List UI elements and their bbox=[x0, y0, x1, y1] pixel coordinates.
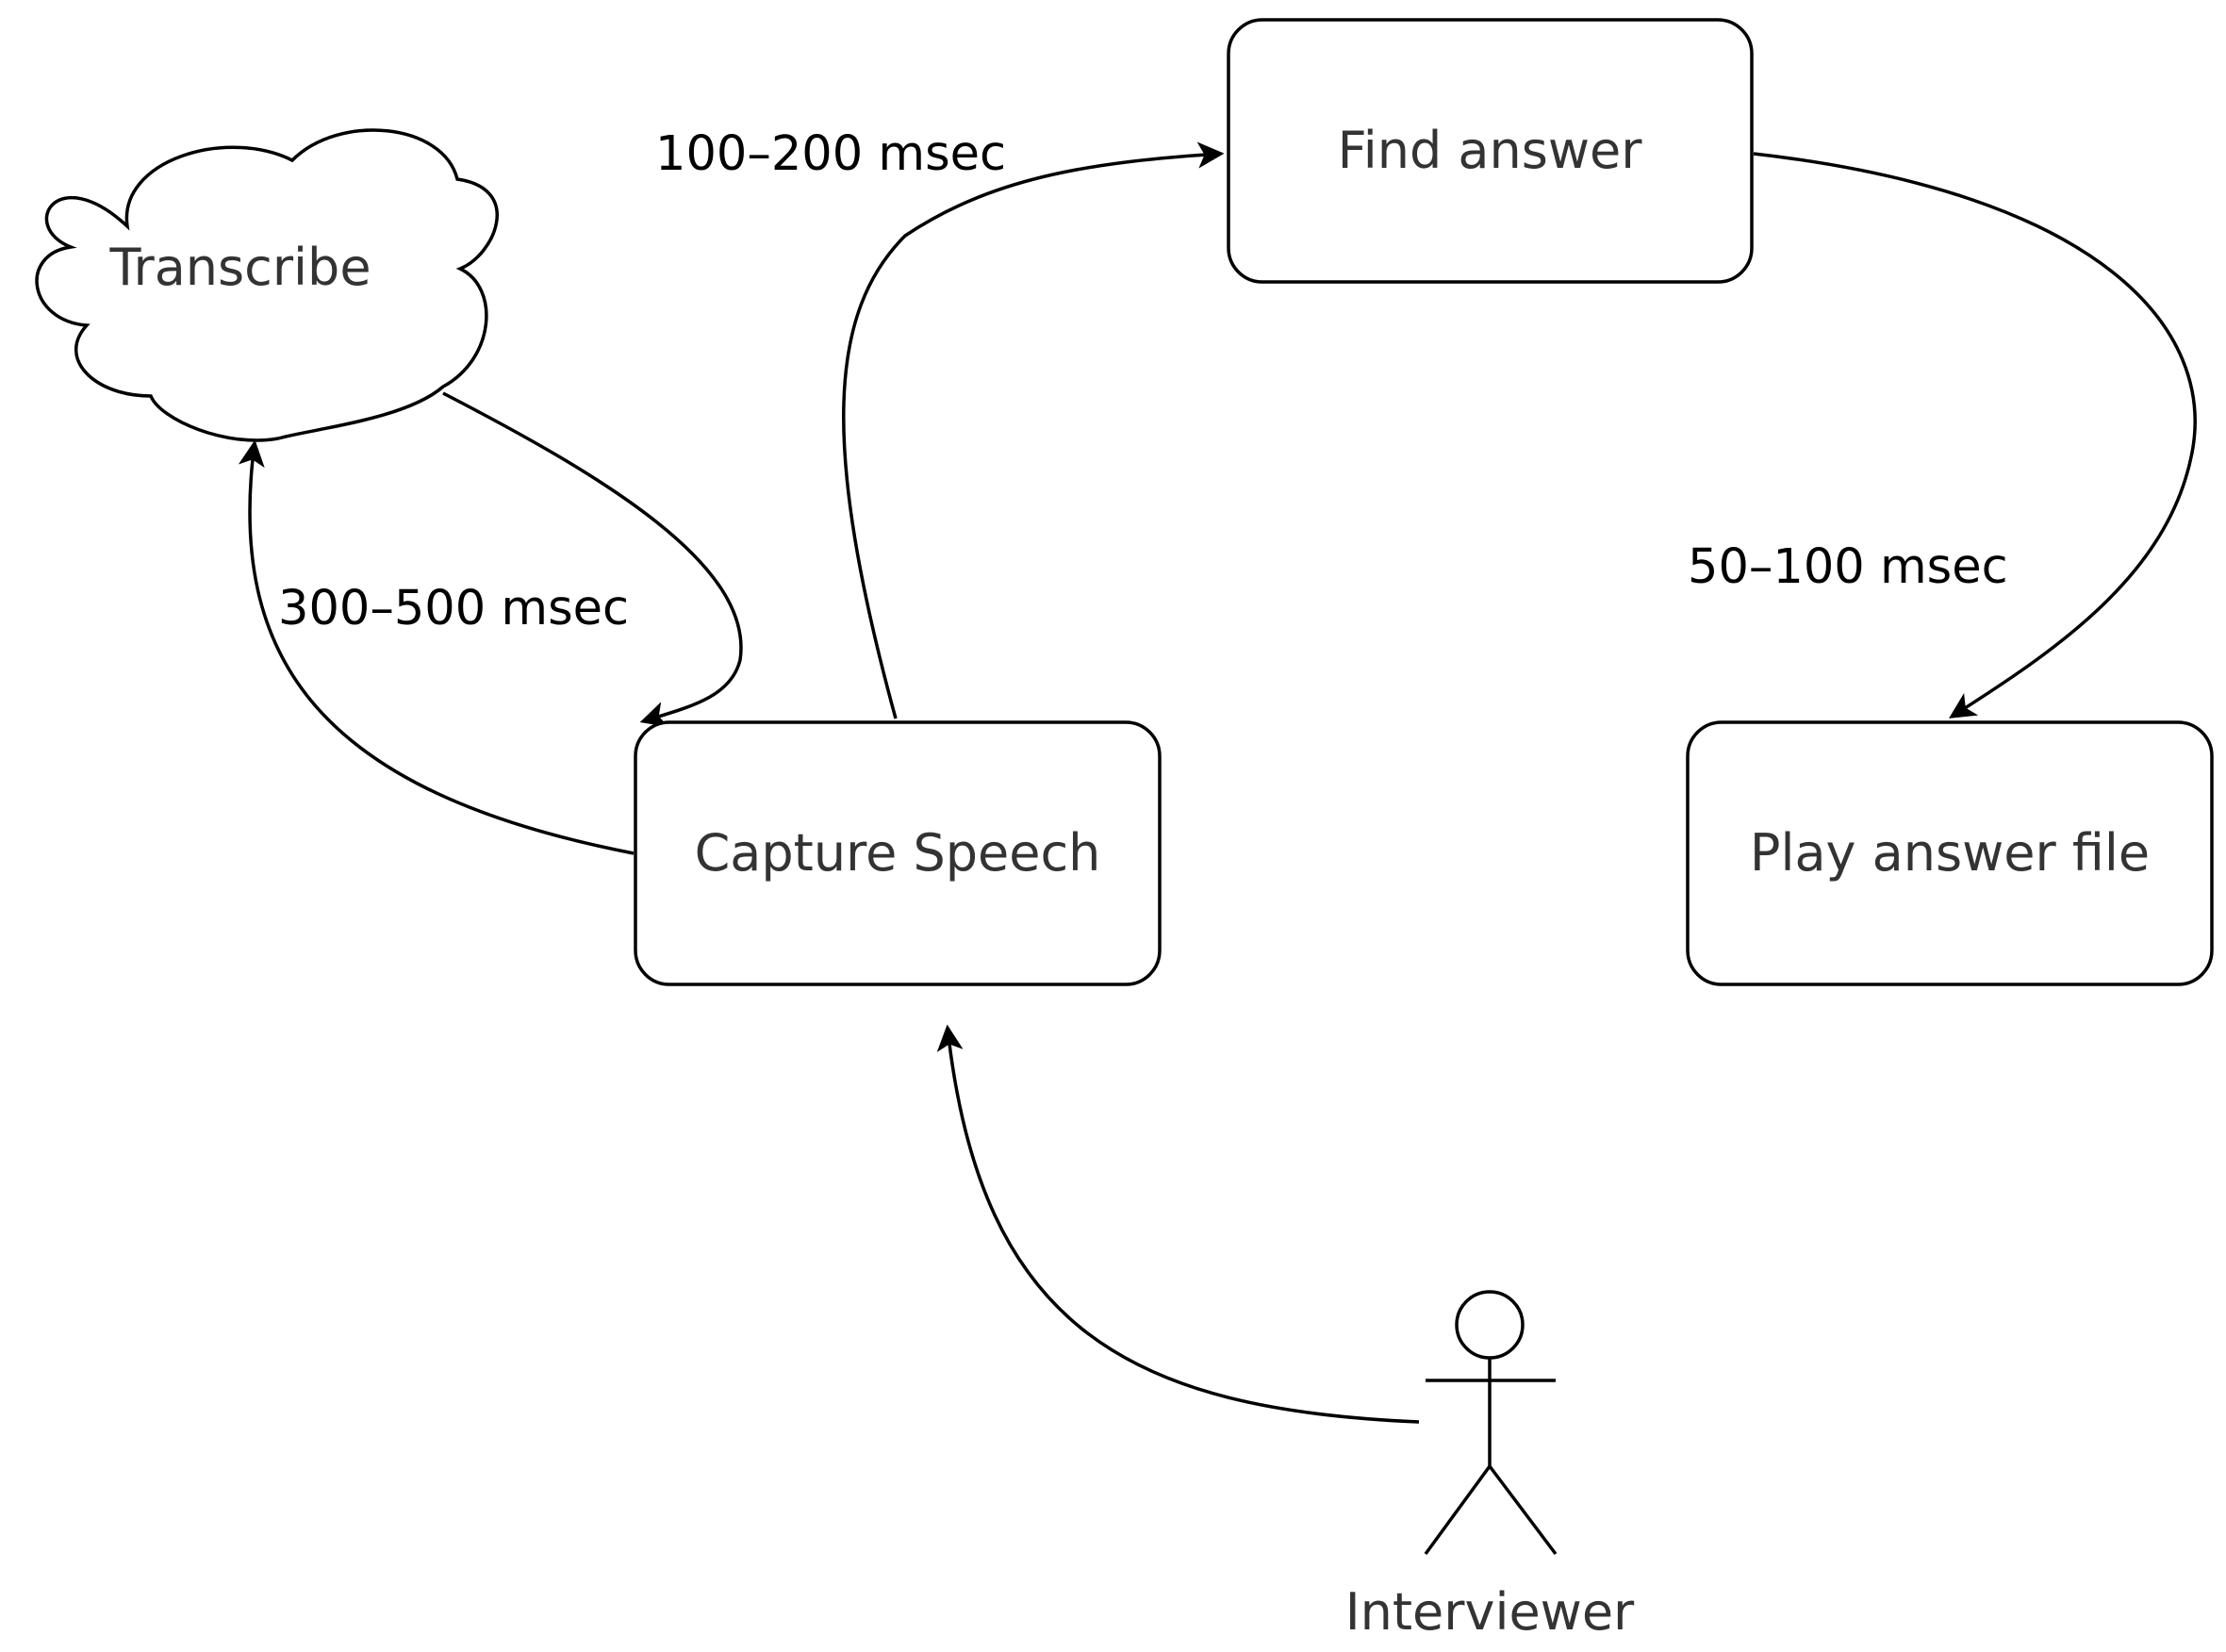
edge-capture-to-transcribe bbox=[238, 439, 635, 855]
edge-label-find-to-play: 50–100 msec bbox=[1688, 539, 2008, 595]
transcribe-cloud: Transcribe bbox=[35, 128, 499, 442]
edge-transcribe-to-capture bbox=[442, 391, 743, 728]
capture-speech-label: Capture Speech bbox=[695, 823, 1101, 883]
interviewer-actor: Interviewer bbox=[1345, 1290, 1635, 1642]
edge-capture-to-find-answer bbox=[842, 141, 1225, 719]
edge-find-answer-to-play bbox=[1753, 152, 2197, 719]
cloud-shape bbox=[35, 128, 499, 442]
play-answer-file-rect bbox=[1686, 720, 2214, 986]
play-answer-file-box: Play answer file bbox=[1686, 720, 2214, 986]
actor-head-icon bbox=[1455, 1290, 1525, 1360]
find-answer-label: Find answer bbox=[1338, 121, 1643, 180]
edge-label-capture-to-find: 100–200 msec bbox=[655, 126, 1006, 182]
edge-interviewer-to-capture bbox=[936, 1024, 1420, 1424]
find-answer-box: Find answer bbox=[1227, 18, 1754, 284]
actor-right-leg bbox=[1488, 1464, 1558, 1556]
find-answer-rect bbox=[1227, 18, 1754, 284]
play-answer-file-label: Play answer file bbox=[1750, 823, 2150, 883]
capture-speech-box: Capture Speech bbox=[634, 720, 1162, 986]
transcribe-label: Transcribe bbox=[108, 238, 371, 297]
interviewer-label: Interviewer bbox=[1345, 1582, 1635, 1642]
capture-speech-rect bbox=[634, 720, 1162, 986]
edge-label-capture-transcribe: 300–500 msec bbox=[278, 581, 629, 636]
actor-left-leg bbox=[1424, 1464, 1492, 1556]
